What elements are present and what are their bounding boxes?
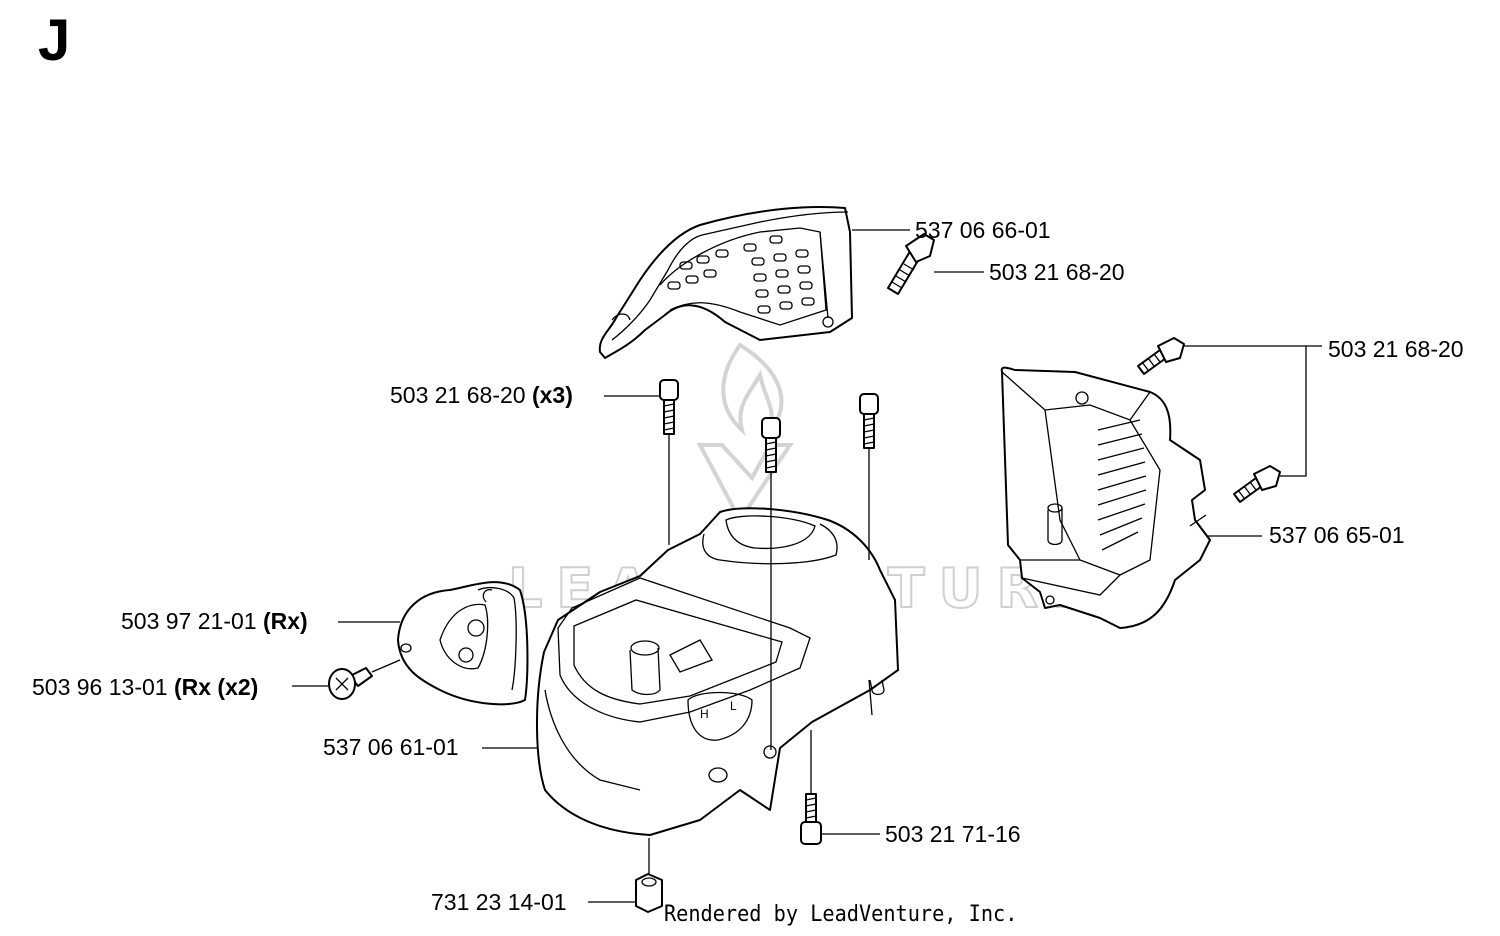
part-number: 503 21 68-20: [989, 259, 1125, 285]
shield-screw-drawing: [328, 667, 373, 700]
cylinder-cover-drawing: H L: [536, 507, 899, 836]
callout-small-shield: 503 97 21-01 (Rx): [121, 610, 308, 633]
part-number: 537 06 61-01: [323, 734, 459, 760]
leader-lines: [292, 229, 1322, 903]
svg-text:L: L: [730, 699, 737, 713]
part-qualifier: (Rx (x2): [173, 674, 259, 700]
bottom-screw-drawing: [800, 793, 822, 845]
small-shield-drawing: [397, 581, 529, 706]
section-letter: J: [38, 8, 71, 73]
part-number: 537 06 66-01: [915, 217, 1051, 243]
callout-shield-screws: 503 96 13-01 (Rx (x2): [32, 676, 258, 699]
cylinder-screws-drawing: [659, 379, 879, 473]
part-qualifier: (Rx): [262, 608, 308, 634]
part-qualifier: (x3): [531, 382, 573, 408]
top-cover-screw-drawing: [887, 233, 935, 295]
callout-nut: 731 23 14-01: [431, 891, 567, 914]
callout-right-cover-screws: 503 21 68-20: [1328, 338, 1464, 361]
callout-cylinder-screws: 503 21 68-20 (x3): [390, 384, 573, 407]
callout-cylinder-cover: 537 06 61-01: [323, 736, 459, 759]
nut-drawing: [635, 873, 663, 913]
top-cover-drawing: [598, 205, 853, 359]
callout-right-cover: 537 06 65-01: [1269, 524, 1405, 547]
svg-text:H: H: [700, 707, 709, 721]
part-number: 503 21 68-20: [1328, 336, 1464, 362]
footer-credit: Rendered by LeadVenture, Inc.: [664, 902, 1018, 927]
part-number: 537 06 65-01: [1269, 522, 1405, 548]
part-number: 503 21 71-16: [885, 821, 1021, 847]
part-number: 503 97 21-01: [121, 608, 257, 634]
callout-top-cover: 537 06 66-01: [915, 219, 1051, 242]
part-number: 503 21 68-20: [390, 382, 526, 408]
part-number: 731 23 14-01: [431, 889, 567, 915]
callout-bottom-screw: 503 21 71-16: [885, 823, 1021, 846]
right-cover-drawing: [1000, 366, 1211, 629]
right-cover-screws-drawing: [1137, 337, 1281, 503]
callout-top-cover-screw: 503 21 68-20: [989, 261, 1125, 284]
part-number: 503 96 13-01: [32, 674, 168, 700]
